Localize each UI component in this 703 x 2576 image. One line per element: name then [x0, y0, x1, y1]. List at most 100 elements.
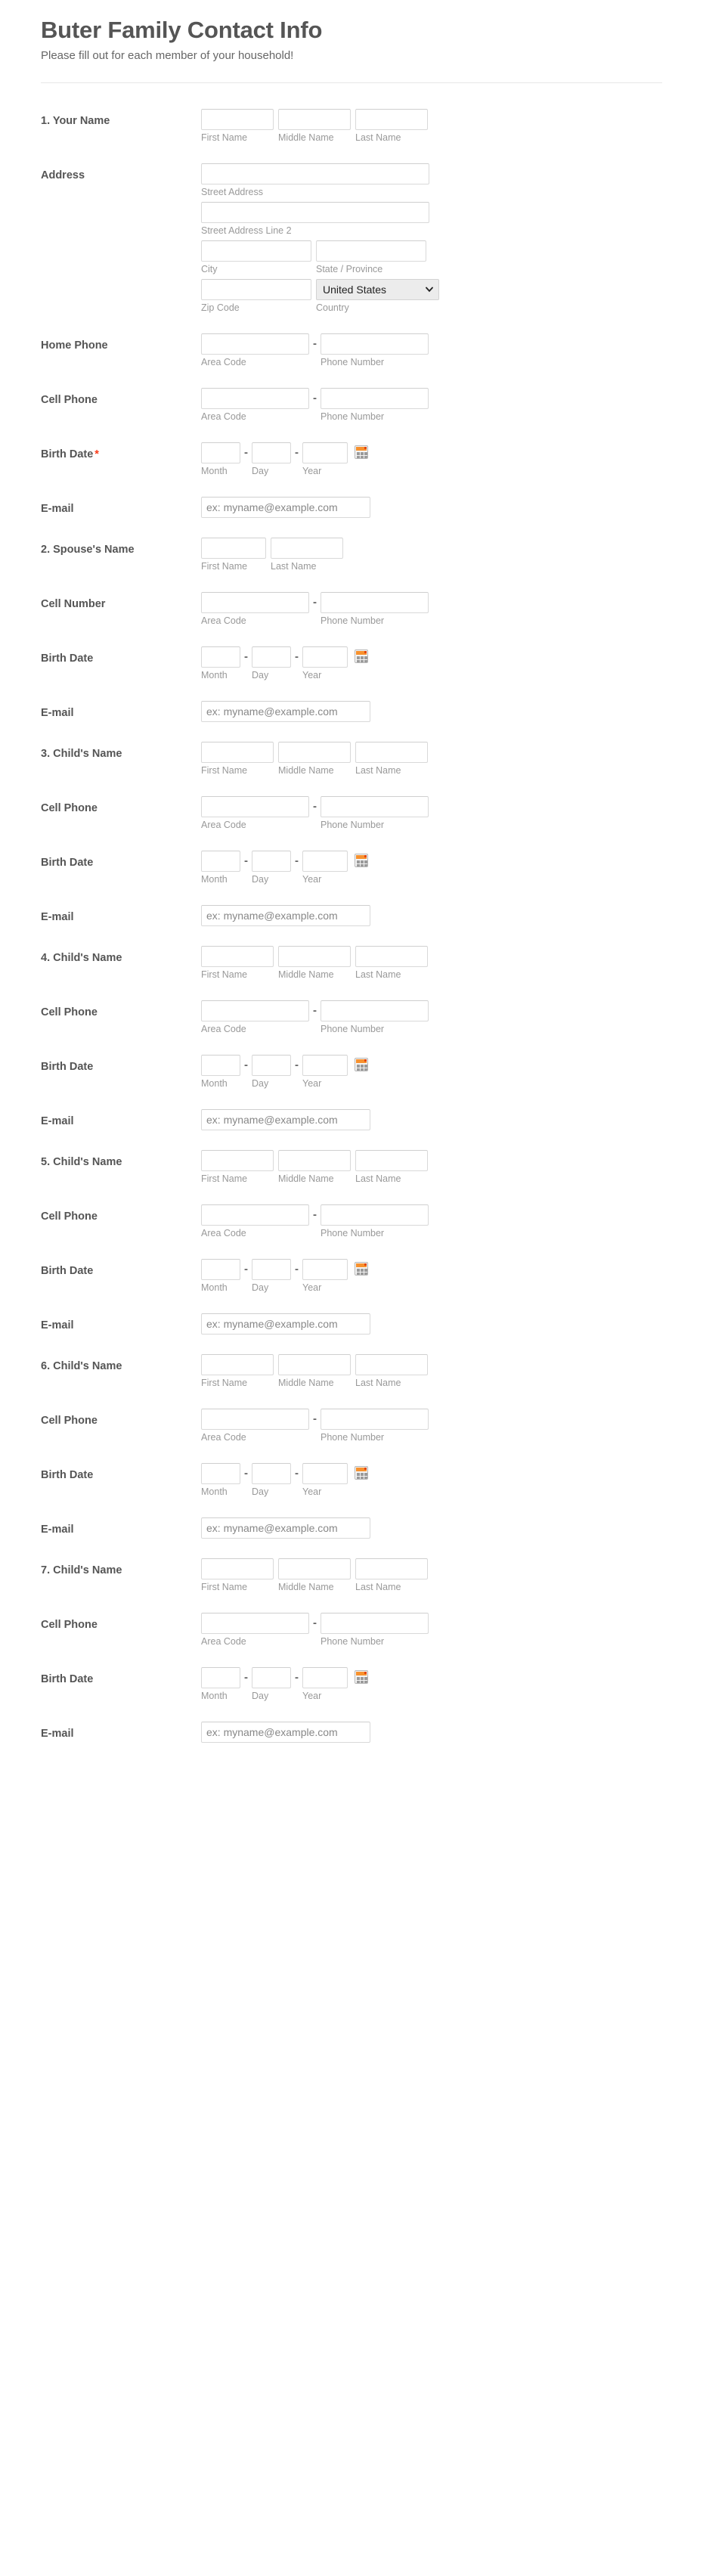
- first-name-input[interactable]: [201, 109, 274, 131]
- cell-phone-7-area-code-input[interactable]: [201, 1613, 309, 1635]
- spouse-first-name-input[interactable]: [201, 538, 266, 560]
- calendar-icon[interactable]: [355, 1466, 368, 1480]
- street-address-2-input[interactable]: [201, 202, 429, 224]
- email-3-input[interactable]: [201, 905, 370, 927]
- sublabel-area-code: Area Code: [201, 1228, 246, 1239]
- cell-phone-7-number-input[interactable]: [321, 1613, 429, 1635]
- middle-name-input[interactable]: [278, 109, 351, 131]
- zip-code-input[interactable]: [201, 279, 311, 301]
- birth-date-5-day-input[interactable]: [252, 1259, 291, 1281]
- sublabel-month: Month: [201, 1691, 228, 1702]
- birth-date-6-year-input[interactable]: [302, 1463, 348, 1485]
- calendar-icon[interactable]: [355, 1262, 368, 1276]
- question-spouse-name: 2. Spouse's Name First Name Last Name: [41, 538, 662, 572]
- birth-date-2-day-input[interactable]: [252, 646, 291, 668]
- last-name-input[interactable]: [355, 109, 428, 131]
- email-5-input[interactable]: [201, 1313, 370, 1335]
- label-cell-phone-6: Cell Phone: [41, 1415, 98, 1427]
- calendar-icon[interactable]: [355, 854, 368, 868]
- child-4-first-name-input[interactable]: [201, 946, 274, 968]
- cell-phone-6-area-code-input[interactable]: [201, 1409, 309, 1431]
- sublabel-city: City: [201, 264, 218, 275]
- sublabel-phone-number: Phone Number: [321, 1432, 385, 1443]
- cell-phone-4-number-input[interactable]: [321, 1000, 429, 1022]
- child-3-middle-name-input[interactable]: [278, 742, 351, 764]
- question-email-5: E-mail: [41, 1313, 662, 1335]
- child-3-last-name-input[interactable]: [355, 742, 428, 764]
- phone-separator: -: [313, 1617, 317, 1630]
- home-phone-area-code-input[interactable]: [201, 333, 309, 355]
- child-5-first-name-input[interactable]: [201, 1150, 274, 1172]
- cell-phone-3-area-code-input[interactable]: [201, 796, 309, 818]
- spouse-last-name-input[interactable]: [271, 538, 343, 560]
- question-birth-date-2: Birth Date Month - Day - Year: [41, 646, 662, 681]
- email-7-input[interactable]: [201, 1722, 370, 1744]
- child-7-first-name-input[interactable]: [201, 1558, 274, 1580]
- email-1-input[interactable]: [201, 497, 370, 519]
- child-7-last-name-input[interactable]: [355, 1558, 428, 1580]
- calendar-icon[interactable]: [355, 1670, 368, 1685]
- country-select[interactable]: United States: [316, 279, 439, 301]
- question-email-4: E-mail: [41, 1109, 662, 1131]
- child-6-middle-name-input[interactable]: [278, 1354, 351, 1376]
- birth-date-6-day-input[interactable]: [252, 1463, 291, 1485]
- birth-date-2-month-input[interactable]: [201, 646, 240, 668]
- cell-phone-4-area-code-input[interactable]: [201, 1000, 309, 1022]
- birth-date-1-day-input[interactable]: [252, 442, 291, 464]
- child-3-first-name-input[interactable]: [201, 742, 274, 764]
- cell-phone-3-number-input[interactable]: [321, 796, 429, 818]
- cell-phone-1-area-code-input[interactable]: [201, 388, 309, 410]
- child-6-last-name-input[interactable]: [355, 1354, 428, 1376]
- birth-date-4-day-input[interactable]: [252, 1055, 291, 1077]
- calendar-icon[interactable]: [355, 1058, 368, 1072]
- sublabel-last-name: Last Name: [355, 1173, 401, 1185]
- sublabel-area-code: Area Code: [201, 1024, 246, 1035]
- birth-date-7-year-input[interactable]: [302, 1667, 348, 1689]
- child-4-middle-name-input[interactable]: [278, 946, 351, 968]
- calendar-icon[interactable]: [355, 649, 368, 664]
- cell-phone-5-number-input[interactable]: [321, 1204, 429, 1226]
- cell-number-2-number-input[interactable]: [321, 592, 429, 614]
- sublabel-middle-name: Middle Name: [278, 1378, 334, 1389]
- child-4-last-name-input[interactable]: [355, 946, 428, 968]
- birth-date-3-day-input[interactable]: [252, 851, 291, 873]
- state-input[interactable]: [316, 240, 426, 262]
- email-4-input[interactable]: [201, 1109, 370, 1131]
- child-5-last-name-input[interactable]: [355, 1150, 428, 1172]
- birth-date-5-year-input[interactable]: [302, 1259, 348, 1281]
- email-6-input[interactable]: [201, 1517, 370, 1539]
- question-cell-phone-6: Cell Phone Area Code - Phone Number: [41, 1409, 662, 1443]
- child-7-middle-name-input[interactable]: [278, 1558, 351, 1580]
- cell-phone-6-number-input[interactable]: [321, 1409, 429, 1431]
- birth-date-1-year-input[interactable]: [302, 442, 348, 464]
- birth-date-4-month-input[interactable]: [201, 1055, 240, 1077]
- child-6-first-name-input[interactable]: [201, 1354, 274, 1376]
- sublabel-last-name: Last Name: [355, 1582, 401, 1593]
- birth-date-2-year-input[interactable]: [302, 646, 348, 668]
- date-separator: -: [244, 1059, 248, 1072]
- sublabel-month: Month: [201, 874, 228, 885]
- calendar-icon[interactable]: [355, 445, 368, 460]
- birth-date-7-month-input[interactable]: [201, 1667, 240, 1689]
- date-separator: -: [295, 854, 299, 868]
- street-address-input[interactable]: [201, 163, 429, 185]
- child-5-middle-name-input[interactable]: [278, 1150, 351, 1172]
- birth-date-3-year-input[interactable]: [302, 851, 348, 873]
- bottom-spacer: [41, 1762, 662, 1793]
- cell-phone-5-area-code-input[interactable]: [201, 1204, 309, 1226]
- sublabel-phone-number: Phone Number: [321, 357, 385, 368]
- cell-number-2-area-code-input[interactable]: [201, 592, 309, 614]
- question-cell-phone-4: Cell Phone Area Code - Phone Number: [41, 1000, 662, 1035]
- phone-separator: -: [313, 1208, 317, 1222]
- question-email-2: E-mail: [41, 701, 662, 723]
- email-2-input[interactable]: [201, 701, 370, 723]
- birth-date-7-day-input[interactable]: [252, 1667, 291, 1689]
- cell-phone-1-number-input[interactable]: [321, 388, 429, 410]
- birth-date-5-month-input[interactable]: [201, 1259, 240, 1281]
- birth-date-4-year-input[interactable]: [302, 1055, 348, 1077]
- city-input[interactable]: [201, 240, 311, 262]
- home-phone-number-input[interactable]: [321, 333, 429, 355]
- birth-date-3-month-input[interactable]: [201, 851, 240, 873]
- birth-date-6-month-input[interactable]: [201, 1463, 240, 1485]
- birth-date-1-month-input[interactable]: [201, 442, 240, 464]
